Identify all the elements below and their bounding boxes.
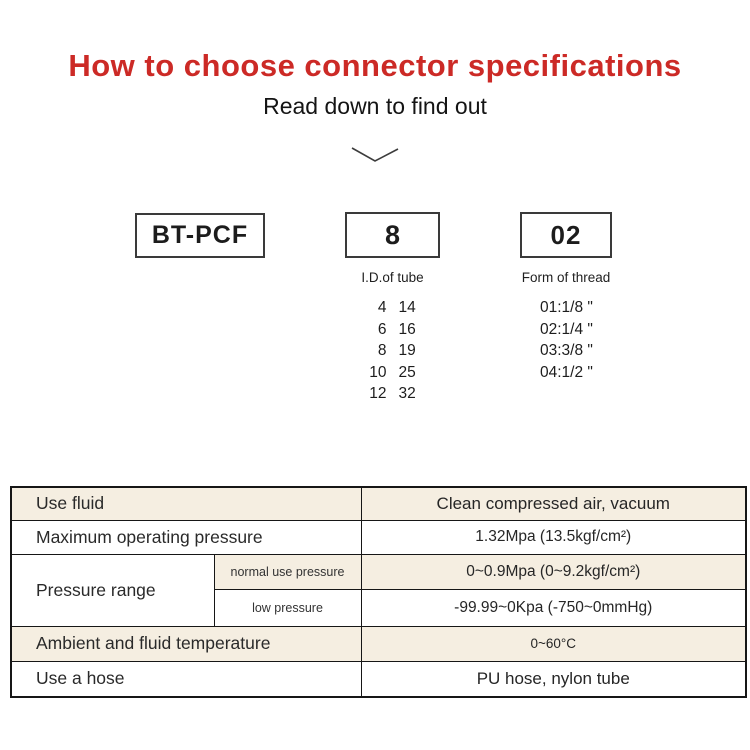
low-pressure-label: low pressure	[213, 588, 362, 627]
table-row: low pressure -99.99~0Kpa (-750~0mmHg)	[11, 588, 747, 627]
tube-code-box: 8	[345, 212, 440, 258]
max-pressure-label: Maximum operating pressure	[10, 519, 362, 555]
tube-size-pair: 8 19	[361, 340, 425, 362]
page-subtitle: Read down to find out	[263, 93, 487, 119]
thread-option: 03:3/8 "	[540, 342, 593, 359]
thread-option-list: 01:1/8 " 02:1/4 " 03:3/8 " 04:1/2 "	[540, 297, 660, 383]
table-row: Ambient and fluid temperature 0~60°C	[10, 625, 747, 662]
tube-id: 12	[369, 385, 387, 402]
tube-od: 25	[398, 363, 416, 381]
use-fluid-value: Clean compressed air, vacuum	[360, 486, 747, 521]
hose-label: Use a hose	[10, 660, 362, 698]
specification-table: Use fluid Clean compressed air, vacuum M…	[10, 486, 747, 698]
page-title: How to choose connector specifications	[68, 48, 682, 83]
tube-od: 14	[398, 299, 416, 316]
tube-size-pair: 6 16	[361, 319, 425, 341]
thread-code-box: 02	[520, 212, 612, 258]
tube-size-pair: 12 32	[361, 383, 425, 405]
chevron-down-icon	[351, 146, 399, 169]
tube-size-pair: 10 25	[361, 362, 425, 384]
tube-id: 6	[377, 320, 387, 338]
tube-od: 32	[398, 385, 416, 402]
tube-size-pair: 4 14	[361, 297, 425, 319]
normal-pressure-label: normal use pressure	[213, 553, 362, 590]
table-row: Pressure range normal use pressure 0~0.9…	[10, 553, 747, 627]
table-row: Maximum operating pressure 1.32Mpa (13.5…	[10, 519, 747, 555]
hose-value: PU hose, nylon tube	[360, 660, 747, 698]
tube-size-column-label: I.D.of tube	[361, 270, 424, 285]
tube-od: 19	[398, 342, 416, 359]
pressure-range-label: Pressure range	[10, 553, 215, 627]
thread-option: 02:1/4 "	[540, 320, 593, 338]
low-pressure-value: -99.99~0Kpa (-750~0mmHg)	[360, 588, 747, 627]
model-prefix-box: BT-PCF	[135, 213, 265, 258]
thread-option: 04:1/2 "	[540, 363, 593, 381]
tube-id: 10	[369, 363, 387, 381]
thread-option: 01:1/8 "	[540, 299, 593, 316]
tube-od: 16	[398, 320, 416, 338]
tube-size-list: 4 14 6 16 8 19 10 25 12 32	[345, 297, 440, 405]
use-fluid-label: Use fluid	[10, 486, 362, 521]
normal-pressure-value: 0~0.9Mpa (0~9.2kgf/cm²)	[360, 553, 747, 590]
thread-form-column-label: Form of thread	[521, 270, 611, 285]
table-row: Use a hose PU hose, nylon tube	[10, 660, 747, 698]
tube-id: 8	[377, 342, 387, 359]
max-pressure-value: 1.32Mpa (13.5kgf/cm²)	[360, 519, 747, 555]
table-row: Use fluid Clean compressed air, vacuum	[10, 486, 747, 521]
temperature-label: Ambient and fluid temperature	[10, 625, 362, 662]
temperature-value: 0~60°C	[360, 625, 747, 662]
tube-id: 4	[377, 299, 387, 316]
